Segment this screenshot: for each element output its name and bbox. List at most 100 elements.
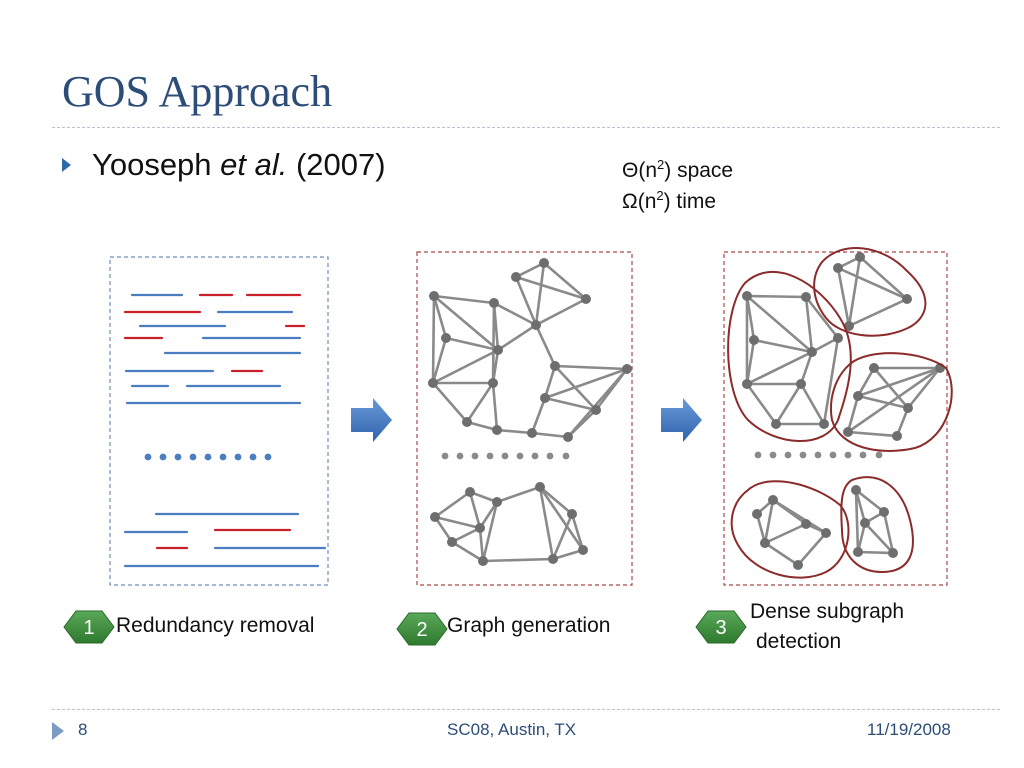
graph-edge <box>882 511 895 554</box>
graph-edge <box>753 338 813 354</box>
step-2-number: 2 <box>416 619 427 641</box>
graph-node <box>807 347 817 357</box>
graph-edge <box>847 366 941 434</box>
citation-author: Yooseph <box>92 147 221 182</box>
step-1-label: Redundancy removal <box>116 614 315 637</box>
graph-edge <box>552 548 584 561</box>
graph-node <box>853 547 863 557</box>
graph-node <box>888 548 898 558</box>
graph-node <box>428 378 438 388</box>
graph-edge <box>873 367 909 409</box>
graph-edge <box>544 396 597 412</box>
sequence-reads <box>123 293 327 568</box>
step-3-number: 3 <box>715 617 726 639</box>
graph-node <box>550 361 560 371</box>
step-1-number: 1 <box>83 617 94 639</box>
graph-edge <box>451 526 481 544</box>
graph-node <box>819 419 829 429</box>
similarity-graph <box>428 258 632 566</box>
graph-node <box>441 333 451 343</box>
graph-node <box>475 523 485 533</box>
graph-node <box>742 379 752 389</box>
graph-node <box>833 333 843 343</box>
graph-edge <box>433 516 454 543</box>
graph-node <box>801 292 811 302</box>
graph-edge <box>491 302 496 384</box>
citation-et-al: et al. <box>220 147 288 182</box>
graph-node <box>511 272 521 282</box>
graph-edge <box>496 485 541 504</box>
footer-event: SC08, Austin, TX <box>447 720 577 739</box>
graph-edge <box>797 532 827 566</box>
dense-subgraphs <box>742 252 945 570</box>
graph-node <box>869 363 879 373</box>
graph-edge <box>543 262 587 300</box>
cluster-outline <box>830 352 953 452</box>
graph-node <box>760 538 770 548</box>
slide-title: GOS Approach <box>62 67 333 116</box>
graph-edge <box>864 522 894 554</box>
graph-node <box>567 509 577 519</box>
graph-edge <box>764 522 807 545</box>
graph-edge <box>554 365 597 411</box>
graph-edge <box>764 541 799 567</box>
graph-edge <box>433 294 495 305</box>
graph-edge <box>551 513 574 560</box>
graph-node <box>489 298 499 308</box>
graph-node <box>879 507 889 517</box>
graph-edge <box>496 428 533 435</box>
graph-edge <box>854 489 867 524</box>
graph-edge <box>451 540 484 563</box>
graph-edge <box>538 486 555 560</box>
graph-edge <box>468 491 482 529</box>
graph-edge <box>804 296 840 339</box>
graph-node <box>796 379 806 389</box>
graph-edge <box>859 256 908 300</box>
graph-edge <box>567 368 628 438</box>
graph-node <box>447 537 457 547</box>
graph-edge <box>799 351 814 385</box>
graph-node <box>465 487 475 497</box>
graph-edge <box>434 515 481 530</box>
graph-edge <box>857 366 941 398</box>
graph-node <box>801 519 811 529</box>
step-3-label-line2: detection <box>756 630 842 653</box>
reads-panel <box>109 256 329 586</box>
graph-node <box>531 320 541 330</box>
graph-node <box>563 432 573 442</box>
graph-edge <box>856 367 876 397</box>
graph-edge <box>491 382 499 431</box>
graph-node <box>591 405 601 415</box>
graph-edge <box>530 397 547 434</box>
title-divider <box>52 127 1000 128</box>
graph-node <box>478 556 488 566</box>
graph-node <box>548 554 558 564</box>
graph-edge <box>534 324 557 367</box>
graph-edge <box>497 323 537 352</box>
graph-node <box>492 497 502 507</box>
graph-node <box>843 427 853 437</box>
graph-edge <box>445 336 499 352</box>
citation-bullet: Yooseph et al. (2007) <box>92 147 386 183</box>
graph-edge <box>848 297 908 328</box>
graph-node <box>752 509 762 519</box>
graph-node <box>581 294 591 304</box>
graph-edge <box>434 490 471 519</box>
graph-node <box>527 428 537 438</box>
cluster-outline <box>813 247 927 337</box>
space-complexity: Θ(n2) space <box>622 157 734 182</box>
graph-node <box>622 364 632 374</box>
citation-year: (2007) <box>287 147 386 182</box>
clusters-panel <box>723 251 948 586</box>
graph-edge <box>515 261 545 279</box>
graph-edge <box>854 489 860 553</box>
graph-edge <box>544 367 628 400</box>
graph-node <box>749 335 759 345</box>
step-1-hexagon: 1 <box>63 610 115 644</box>
graph-edge <box>745 339 756 385</box>
graph-node <box>539 258 549 268</box>
graph-edge <box>772 498 827 535</box>
graph-edge <box>774 383 803 425</box>
graph-edge <box>755 513 767 544</box>
graph-edge <box>799 383 826 425</box>
